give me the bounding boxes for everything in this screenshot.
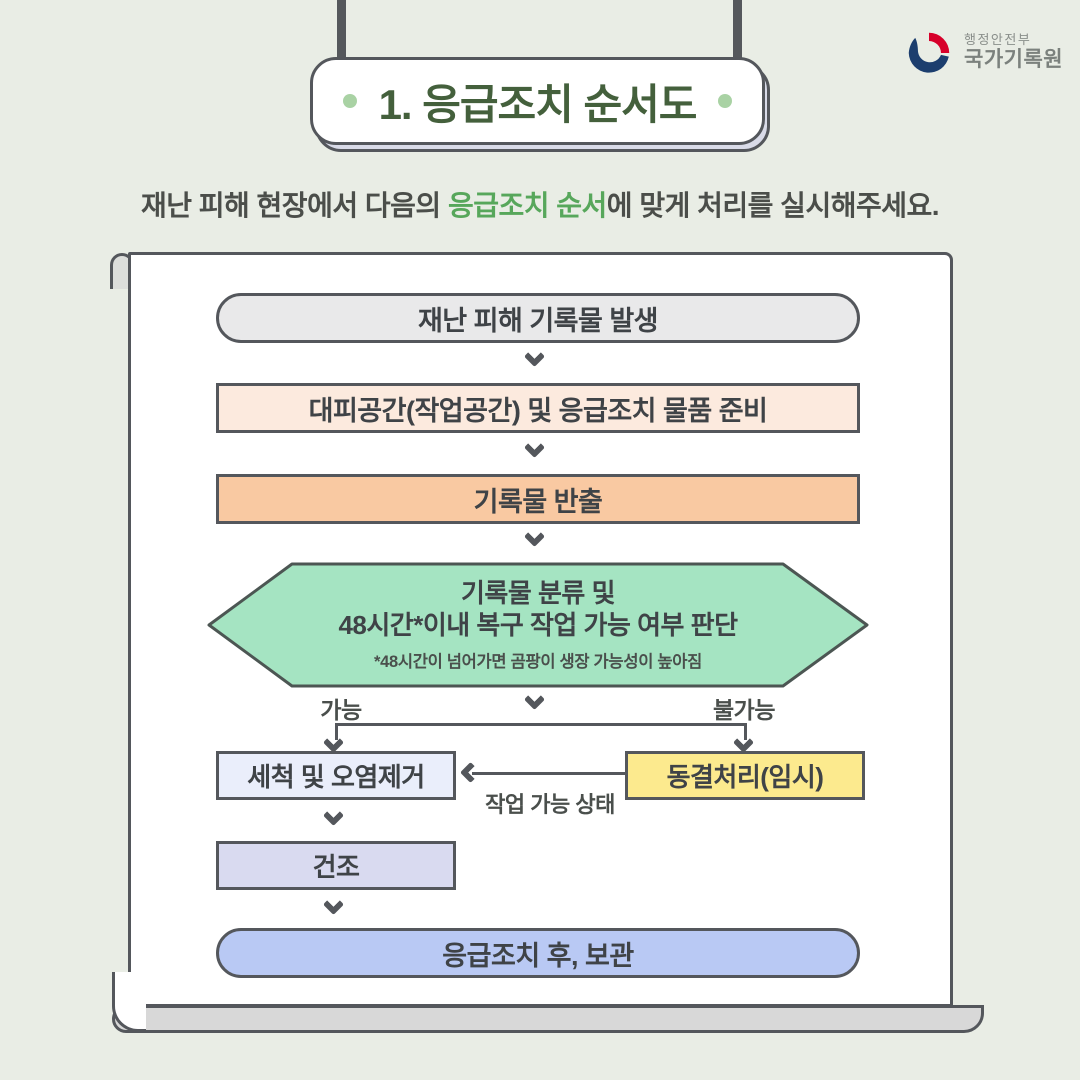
branch-label-impossible: 불가능 <box>713 697 775 723</box>
title-dot-left <box>342 94 357 108</box>
agency-name: 국가기록원 <box>964 48 1064 72</box>
freeze-to-wash-line <box>472 772 625 775</box>
decision-hexagon <box>207 562 869 688</box>
flow-step-wash: 세척 및 오염제거 <box>216 751 456 800</box>
flow-step-carry-out: 기록물 반출 <box>216 474 860 524</box>
scroll-bottom-roll <box>112 1005 984 1033</box>
taegeuk-emblem-icon <box>908 32 950 73</box>
arrow-down-icon <box>322 804 350 829</box>
flow-step-freeze: 동결처리(임시) <box>625 751 865 800</box>
arrow-down-icon <box>523 436 551 461</box>
intro-highlight: 응급조치 순서 <box>447 190 607 221</box>
intro-sentence: 재난 피해 현장에서 다음의 응급조치 순서에 맞게 처리를 실시해주세요. <box>0 184 1080 224</box>
scroll-bottom-curl <box>112 972 146 1032</box>
flow-step-end-label: 응급조치 후, 보관 <box>442 940 634 971</box>
branch-connector-line <box>335 723 747 726</box>
sign-post-right <box>733 0 742 62</box>
freeze-to-wash-label: 작업 가능 상태 <box>485 792 615 817</box>
intro-pre: 재난 피해 현장에서 다음의 <box>140 190 448 221</box>
flow-step-dry: 건조 <box>216 841 456 890</box>
flow-step-prepare-label: 대피공간(작업공간) 및 응급조치 물품 준비 <box>308 395 768 426</box>
flow-step-dry-label: 건조 <box>312 852 360 882</box>
branch-label-possible: 가능 <box>320 697 362 723</box>
flow-step-wash-label: 세척 및 오염제거 <box>247 762 425 792</box>
branch-stub-right <box>744 723 747 740</box>
arrow-left-icon <box>455 761 483 784</box>
decision-line2: 48시간*이내 복구 작업 가능 여부 판단 <box>338 609 738 640</box>
decision-note: *48시간이 넘어가면 곰팡이 생장 가능성이 높아짐 <box>373 653 702 672</box>
arrow-down-icon <box>523 688 551 713</box>
flow-step-start: 재난 피해 기록물 발생 <box>216 293 860 343</box>
title-dot-right <box>718 94 733 108</box>
ministry-name: 행정안전부 <box>964 32 1032 48</box>
page-title: 1. 응급조치 순서도 <box>378 80 698 128</box>
title-sign: 1. 응급조치 순서도 <box>310 57 765 145</box>
flow-step-end: 응급조치 후, 보관 <box>216 928 860 978</box>
intro-post: 에 맞게 처리를 실시해주세요. <box>606 190 940 221</box>
arrow-down-icon <box>523 525 551 550</box>
gov-logo-text: 행정안전부 국가기록원 <box>964 33 1063 72</box>
decision-line1: 기록물 분류 및 <box>461 577 615 608</box>
arrow-down-icon <box>322 893 350 918</box>
branch-stub-left <box>335 723 338 740</box>
flow-step-freeze-label: 동결처리(임시) <box>666 762 824 792</box>
decision-label: 기록물 분류 및 48시간*이내 복구 작업 가능 여부 판단 *48시간이 넘… <box>206 561 870 689</box>
gov-logo: 행정안전부 국가기록원 <box>906 30 1063 76</box>
flow-step-carry-out-label: 기록물 반출 <box>473 486 603 517</box>
flow-step-prepare: 대피공간(작업공간) 및 응급조치 물품 준비 <box>216 383 860 433</box>
flow-step-start-label: 재난 피해 기록물 발생 <box>417 305 659 336</box>
sign-post-left <box>337 0 346 62</box>
arrow-down-icon <box>523 345 551 370</box>
